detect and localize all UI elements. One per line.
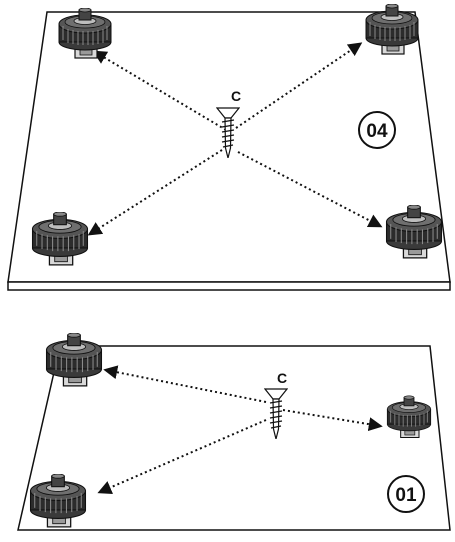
step-number-badge: 04 xyxy=(358,111,396,149)
step-number: 04 xyxy=(366,121,388,142)
step-number-badge: 01 xyxy=(387,475,425,513)
screw-label: C xyxy=(231,88,241,104)
dotted-arrow-icon xyxy=(87,42,383,236)
diagram-step-04: C 04 xyxy=(7,4,451,291)
screw-label: C xyxy=(277,370,287,386)
diagram-step-01: C 01 xyxy=(17,333,451,531)
dotted-arrow-icon xyxy=(97,365,383,494)
board-panel xyxy=(17,345,451,531)
step-number: 01 xyxy=(395,485,417,506)
